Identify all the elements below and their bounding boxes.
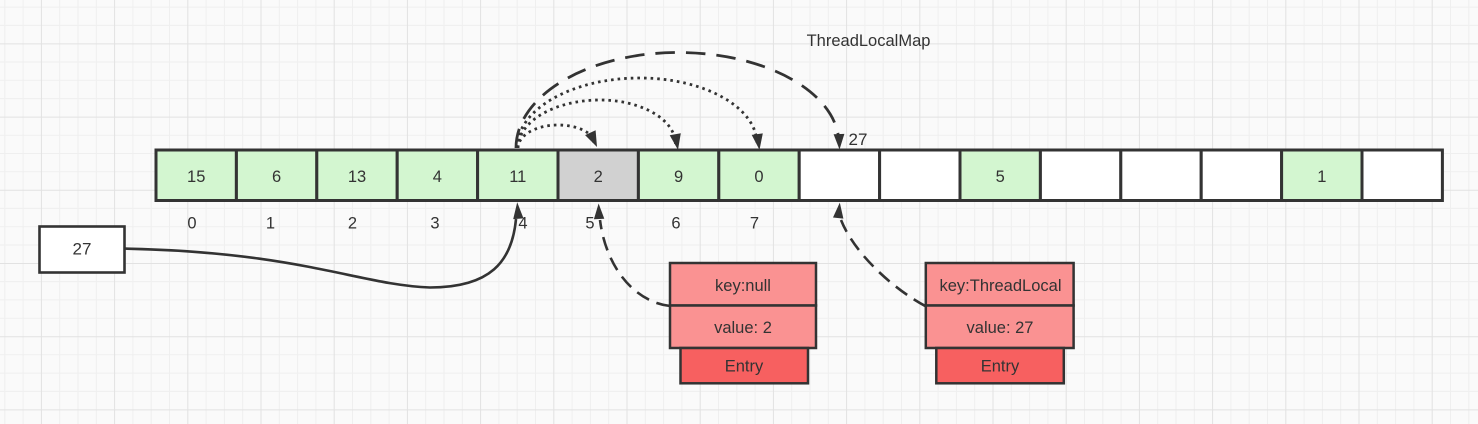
svg-text:5: 5 <box>996 168 1005 186</box>
svg-text:7: 7 <box>750 215 759 233</box>
svg-text:6: 6 <box>272 168 281 186</box>
svg-text:key:ThreadLocal: key:ThreadLocal <box>940 277 1062 295</box>
svg-text:Entry: Entry <box>725 357 764 375</box>
svg-text:value: 2: value: 2 <box>714 319 772 337</box>
svg-text:11: 11 <box>509 168 526 186</box>
svg-text:ThreadLocalMap: ThreadLocalMap <box>807 32 931 50</box>
svg-text:Entry: Entry <box>981 357 1020 375</box>
svg-text:27: 27 <box>849 130 868 149</box>
svg-text:2: 2 <box>348 215 357 233</box>
svg-text:27: 27 <box>73 240 92 259</box>
svg-text:4: 4 <box>518 215 527 233</box>
svg-text:9: 9 <box>674 168 683 186</box>
svg-text:13: 13 <box>348 168 366 186</box>
svg-text:5: 5 <box>585 215 594 233</box>
svg-text:value: 27: value: 27 <box>967 319 1034 337</box>
svg-text:4: 4 <box>433 168 442 186</box>
svg-text:0: 0 <box>754 168 763 186</box>
svg-text:1: 1 <box>266 215 275 233</box>
svg-text:6: 6 <box>671 215 680 233</box>
svg-text:2: 2 <box>594 168 603 186</box>
svg-text:1: 1 <box>1317 168 1326 186</box>
svg-text:0: 0 <box>187 215 196 233</box>
svg-text:key:null: key:null <box>715 277 771 295</box>
svg-text:3: 3 <box>430 215 439 233</box>
svg-text:15: 15 <box>187 168 205 186</box>
